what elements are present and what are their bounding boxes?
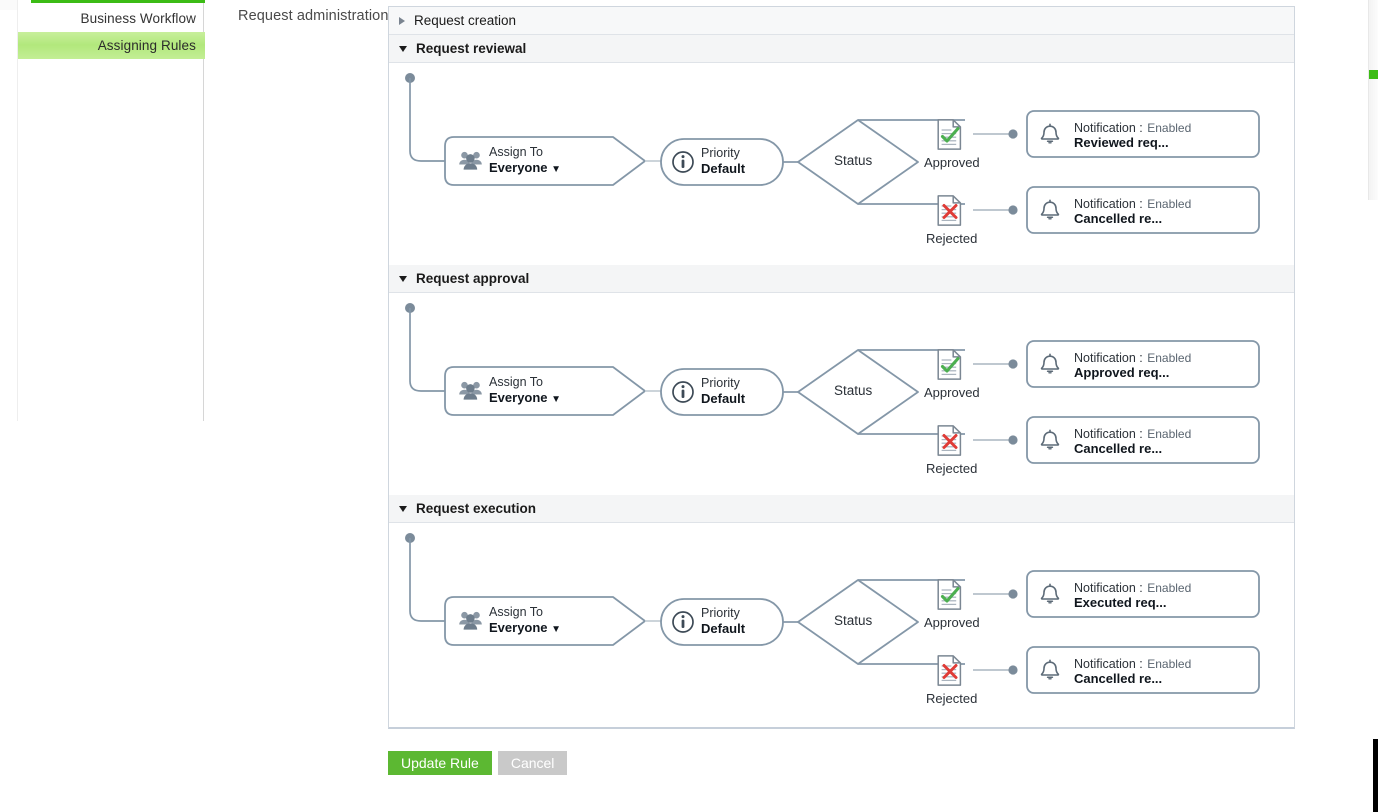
flow-connector (409, 78, 445, 162)
flow-node-dot (1008, 665, 1018, 675)
info-circle-icon (672, 151, 694, 173)
status-node (797, 349, 919, 435)
sidebar-item-label: Business Workflow (80, 10, 196, 26)
accordion-title: Request creation (414, 13, 517, 28)
page-title: Request administration (238, 8, 389, 24)
flow-node-dot (1008, 359, 1018, 369)
group-users-icon (459, 381, 482, 400)
accordion-header-request-approval[interactable]: Request approval (389, 265, 1294, 293)
sidebar-item-assigning-rules[interactable]: Assigning Rules (18, 32, 205, 59)
sidebar-item-label: Assigning Rules (97, 38, 196, 53)
footer-actions: Update Rule Cancel (388, 751, 568, 775)
document-check-icon (937, 579, 962, 610)
notification-card (1026, 340, 1260, 388)
bell-icon (1040, 659, 1060, 680)
flow-connector (409, 308, 445, 392)
sidebar: Business Workflow Assigning Rules (17, 0, 205, 421)
cancel-button[interactable]: Cancel (497, 751, 568, 775)
notification-card (1026, 416, 1260, 464)
accordion-title: Request execution (416, 501, 537, 516)
document-check-icon (937, 119, 962, 150)
sidebar-item-business-workflow[interactable]: Business Workflow (18, 4, 205, 32)
bell-icon (1040, 353, 1060, 374)
status-node (797, 119, 919, 205)
accordion-title: Request approval (416, 271, 530, 286)
document-cross-icon (937, 195, 962, 226)
triangle-right-icon (399, 16, 405, 25)
flow-node-dot (1008, 205, 1018, 215)
group-users-icon (459, 151, 482, 170)
notification-card (1026, 570, 1260, 618)
triangle-down-icon (399, 45, 407, 52)
flow-connector (409, 538, 445, 622)
bell-icon (1040, 429, 1060, 450)
update-rule-button[interactable]: Update Rule (388, 751, 492, 775)
accordion-title: Request reviewal (416, 41, 527, 56)
window-edge-artifact (0, 0, 17, 10)
info-circle-icon (672, 611, 694, 633)
accordion-header-request-reviewal[interactable]: Request reviewal (389, 35, 1294, 63)
notification-card (1026, 110, 1260, 158)
notification-card (1026, 186, 1260, 234)
flow-node-dot (1008, 435, 1018, 445)
triangle-down-icon (399, 505, 407, 512)
sidebar-accent-bar (31, 0, 205, 3)
info-circle-icon (672, 381, 694, 403)
triangle-down-icon (399, 275, 407, 282)
assign-to-node (444, 366, 646, 416)
notification-card (1026, 646, 1260, 694)
status-node (797, 579, 919, 665)
flow-node-dot (1008, 589, 1018, 599)
assign-to-node (444, 596, 646, 646)
group-users-icon (459, 611, 482, 630)
flow-node-dot (1008, 129, 1018, 139)
bell-icon (1040, 123, 1060, 144)
page-scrollbar[interactable] (1368, 0, 1378, 200)
window-edge-bar (1373, 739, 1378, 812)
bell-icon (1040, 583, 1060, 604)
document-cross-icon (937, 655, 962, 686)
assign-to-node (444, 136, 646, 186)
document-check-icon (937, 349, 962, 380)
accordion-header-request-creation[interactable]: Request creation (389, 7, 1294, 35)
request-administration-panel: Request creation Request reviewal (388, 6, 1295, 729)
bell-icon (1040, 199, 1060, 220)
document-cross-icon (937, 425, 962, 456)
page-scrollbar-thumb[interactable] (1369, 70, 1378, 79)
accordion-header-request-execution[interactable]: Request execution (389, 495, 1294, 523)
